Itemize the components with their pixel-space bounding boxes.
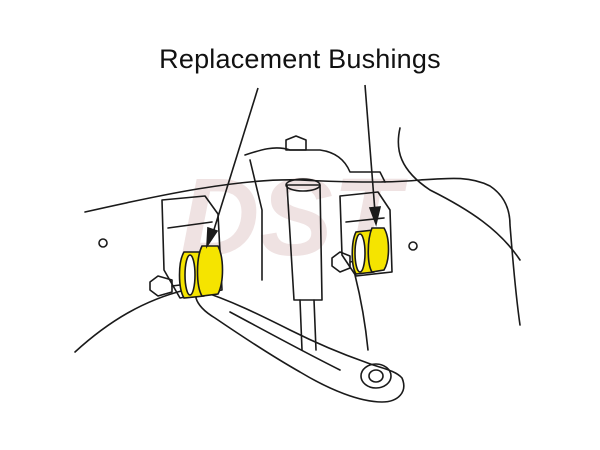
bushing-left-face (185, 255, 195, 295)
left-shaft-bolt (150, 276, 172, 296)
ball-joint (361, 364, 391, 388)
shock-absorber-rod (300, 300, 316, 350)
control-arm-inner (230, 312, 340, 370)
bushing-right-inner (368, 228, 388, 272)
bushing-left-inner (198, 246, 223, 296)
frame-lower-left (75, 290, 185, 352)
shock-top-bolt (286, 136, 306, 150)
bushing-right-face (355, 234, 365, 272)
control-arm-rear (355, 275, 368, 350)
mount-hole-right (409, 242, 417, 250)
ball-joint-inner (369, 370, 383, 382)
mount-hole-left (99, 239, 107, 247)
fender-curve (398, 128, 520, 260)
